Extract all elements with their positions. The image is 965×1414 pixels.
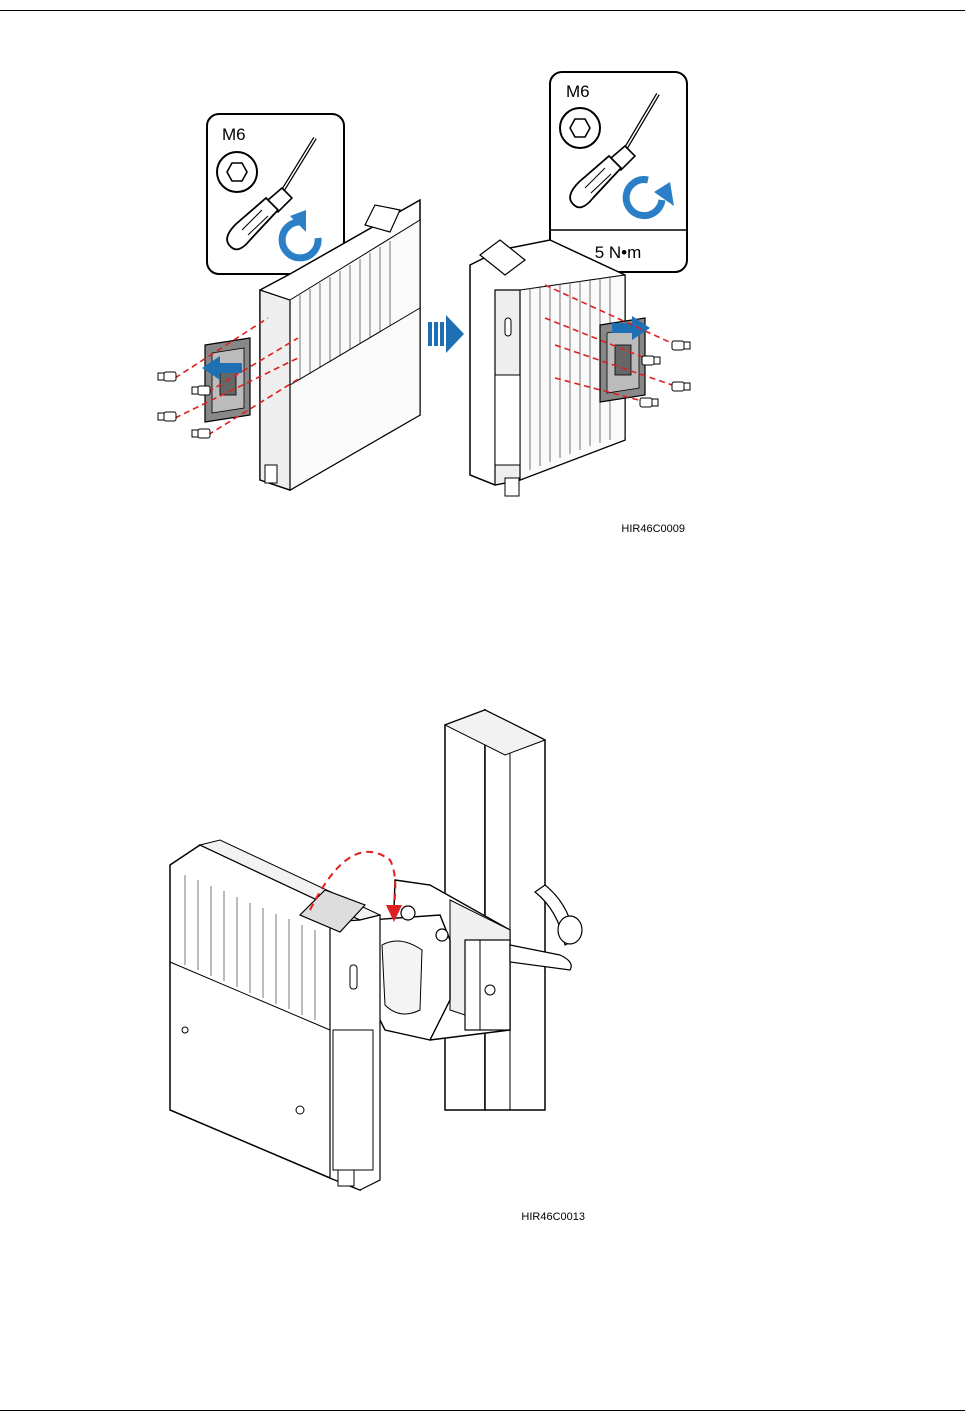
right-callout-box: M6 5 N•m (550, 72, 687, 272)
hex-socket-icon (560, 108, 600, 148)
bolt-icon (158, 412, 176, 421)
bolt-icon (158, 372, 176, 381)
bolt-icon (642, 356, 660, 365)
figure-bracket-install-drawing: M6 (150, 60, 710, 550)
figure-1-id: HIR46C0009 (621, 523, 685, 535)
right-bit-size-label: M6 (566, 82, 590, 101)
bolt-icon (192, 429, 210, 438)
header-rule (0, 10, 965, 11)
figure-bracket-install: M6 (150, 60, 710, 550)
figure-2-id: HIR46C0013 (521, 1211, 585, 1223)
torque-label: 5 N•m (595, 243, 642, 262)
figure-pole-mount-drawing: HIR46C0013 (150, 700, 620, 1230)
enclosure (170, 840, 380, 1190)
sequence-arrow (428, 315, 464, 353)
left-bit-size-label: M6 (222, 125, 246, 144)
bolt-icon (192, 386, 210, 395)
footer-rule (0, 1410, 965, 1411)
hex-socket-icon (217, 152, 257, 192)
left-callout-box: M6 (207, 114, 344, 274)
bolt-icon (672, 341, 690, 350)
bolt-icon (672, 382, 690, 391)
figure-pole-mount: HIR46C0013 (150, 700, 620, 1230)
right-bolts (640, 341, 690, 407)
bolt-icon (640, 398, 658, 407)
